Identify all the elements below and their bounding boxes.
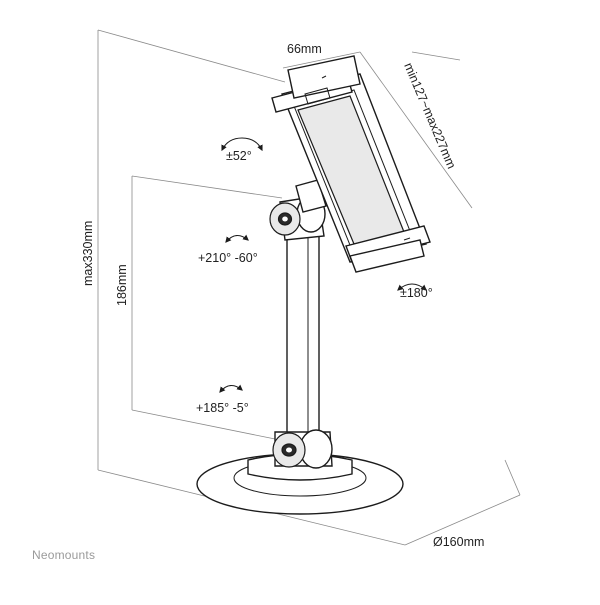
lower-joint-label: +185° -5° [196, 401, 249, 415]
tablet-holder [271, 55, 431, 273]
brand-logo-text: Neomounts [32, 548, 95, 562]
base-diameter-label: Ø160mm [433, 535, 484, 549]
total-height-label: max330mm [81, 221, 95, 286]
clamp-range-label: min127~max227mm [401, 61, 458, 171]
stand-pole [286, 225, 320, 437]
pole-height-label: 186mm [115, 264, 129, 306]
tilt-label: ±52° [226, 149, 252, 163]
clamp-width-label: 66mm [287, 42, 322, 56]
upper-joint [269, 179, 327, 241]
rotation-label: ±180° [400, 286, 433, 300]
lower-joint [272, 429, 333, 469]
upper-joint-label: +210° -60° [198, 251, 258, 265]
rotation-arrows [219, 137, 427, 393]
